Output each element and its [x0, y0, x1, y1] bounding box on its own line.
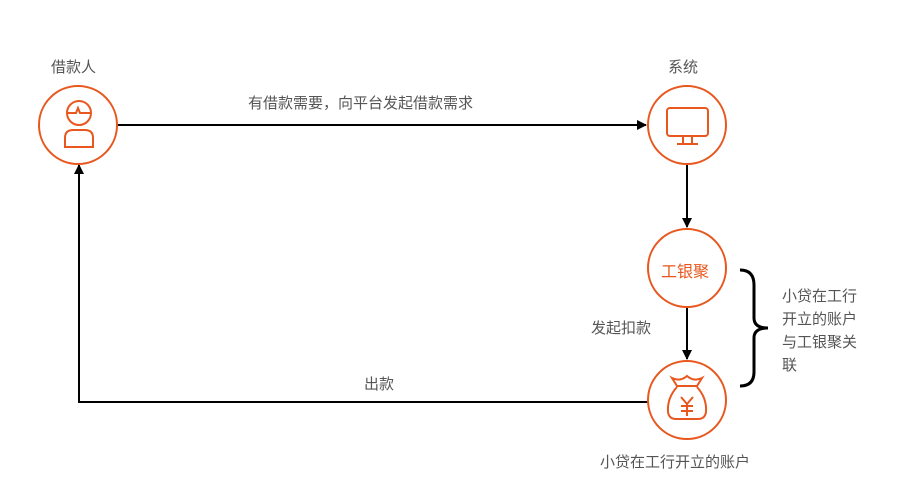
icbc-label: 工银聚	[661, 262, 710, 281]
icbc-node	[647, 228, 727, 308]
request-label: 有借款需要，向平台发起借款需求	[248, 94, 474, 112]
user-icon	[64, 100, 94, 148]
brace-note-line: 小贷在工行	[782, 287, 858, 305]
system-label: 系统	[668, 58, 699, 76]
monitor-icon	[666, 107, 709, 145]
brace-note: 小贷在工行 开立的账户 与工银聚关 联	[782, 285, 857, 377]
account-label: 小贷在工行开立的账户	[600, 453, 751, 471]
payout-label: 出款	[364, 375, 395, 393]
borrower-label: 借款人	[51, 58, 97, 76]
arrow-payout	[74, 164, 648, 403]
borrower-node	[38, 85, 118, 165]
brace-note-line: 联	[782, 356, 798, 374]
account-node	[647, 360, 727, 440]
brace-note-line: 与工银聚关	[782, 333, 858, 351]
money-bag-icon	[666, 374, 708, 420]
brace	[739, 268, 769, 388]
deduct-label: 发起扣款	[591, 319, 652, 337]
system-node	[647, 85, 727, 165]
brace-note-line: 开立的账户	[782, 310, 858, 328]
